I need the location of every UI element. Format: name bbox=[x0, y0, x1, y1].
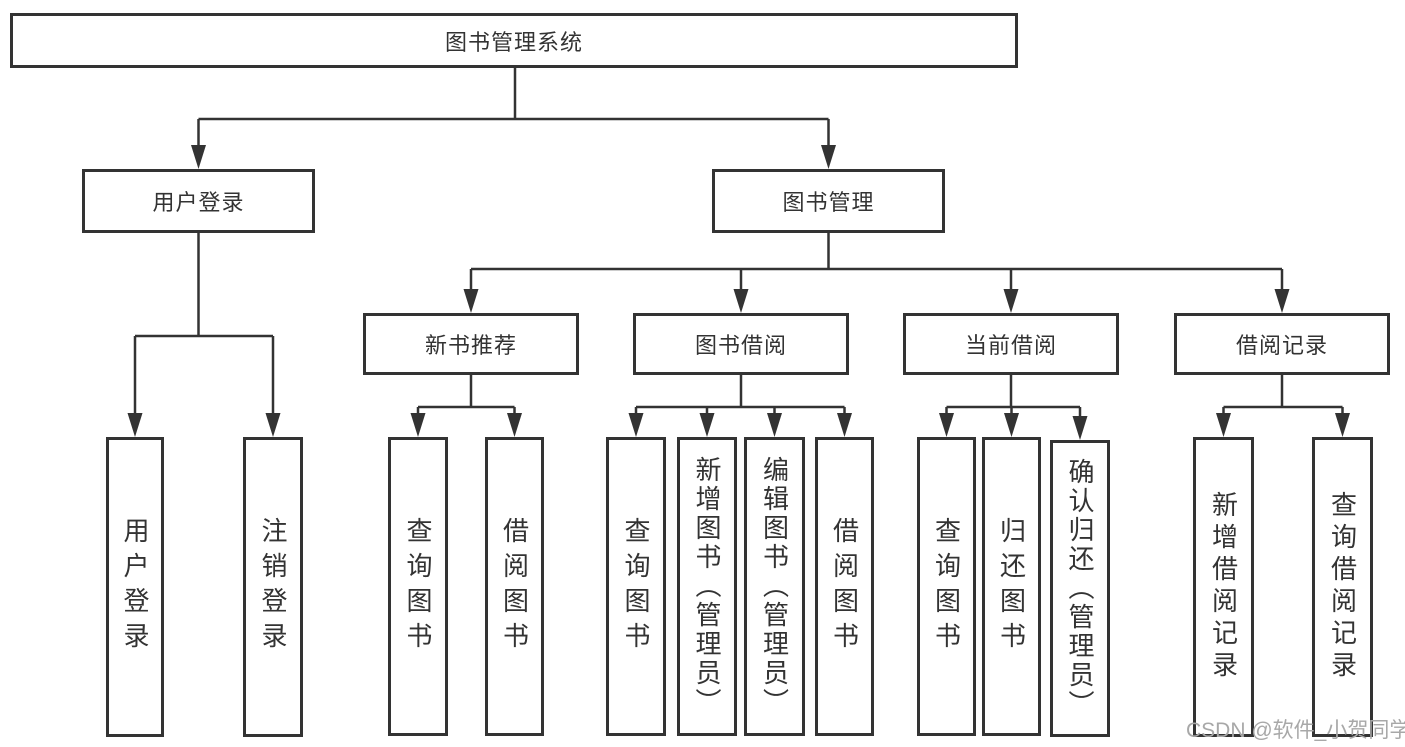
node-new-book-recommendation: 新书推荐 bbox=[363, 313, 579, 375]
arrowhead-icon bbox=[1274, 289, 1290, 313]
arrowhead-icon bbox=[821, 145, 836, 169]
arrowhead-icon bbox=[1003, 289, 1019, 313]
arrowhead-icon bbox=[265, 413, 281, 437]
arrowhead-icon bbox=[1072, 416, 1088, 440]
arrowhead-icon bbox=[699, 413, 715, 437]
leaf-borrow-books-recommend: 借阅图书 bbox=[485, 437, 544, 736]
leaf-query-books-borrowing: 查询图书 bbox=[606, 437, 666, 736]
csdn-watermark: CSDN @软件_小贺同学 bbox=[1186, 719, 1405, 742]
leaf-query-books-recommend: 查询图书 bbox=[388, 437, 448, 736]
arrowhead-icon bbox=[1216, 413, 1231, 437]
leaf-borrow-books-borrowing: 借阅图书 bbox=[815, 437, 874, 736]
arrowhead-icon bbox=[939, 413, 954, 437]
arrowhead-icon bbox=[1004, 413, 1019, 437]
arrowheads bbox=[127, 145, 1350, 440]
arrowhead-icon bbox=[127, 413, 143, 437]
leaf-query-borrow-record: 查询借阅记录 bbox=[1312, 437, 1373, 737]
leaf-confirm-return-admin: 确认归还（管理员） bbox=[1050, 440, 1110, 737]
node-book-management: 图书管理 bbox=[712, 169, 945, 233]
node-user-login: 用户登录 bbox=[82, 169, 315, 233]
arrowhead-icon bbox=[1335, 413, 1350, 437]
arrowhead-icon bbox=[767, 413, 782, 437]
arrowhead-icon bbox=[628, 413, 644, 437]
leaf-add-borrow-record: 新增借阅记录 bbox=[1193, 437, 1254, 737]
arrowhead-icon bbox=[191, 145, 206, 169]
node-current-borrowing: 当前借阅 bbox=[903, 313, 1119, 375]
leaf-add-book-admin: 新增图书（管理员） bbox=[677, 437, 737, 736]
arrowhead-icon bbox=[733, 289, 749, 313]
arrowhead-icon bbox=[507, 413, 522, 437]
leaf-logout: 注销登录 bbox=[243, 437, 303, 737]
leaf-return-book: 归还图书 bbox=[982, 437, 1041, 736]
leaf-user-login: 用户登录 bbox=[106, 437, 164, 737]
node-borrowing-records: 借阅记录 bbox=[1174, 313, 1390, 375]
leaf-edit-book-admin: 编辑图书（管理员） bbox=[744, 437, 805, 736]
arrowhead-icon bbox=[837, 413, 852, 437]
node-book-borrowing: 图书借阅 bbox=[633, 313, 849, 375]
node-library-management-system: 图书管理系统 bbox=[10, 13, 1018, 68]
arrowhead-icon bbox=[410, 413, 426, 437]
leaf-query-books-current: 查询图书 bbox=[917, 437, 976, 736]
arrowhead-icon bbox=[463, 289, 479, 313]
